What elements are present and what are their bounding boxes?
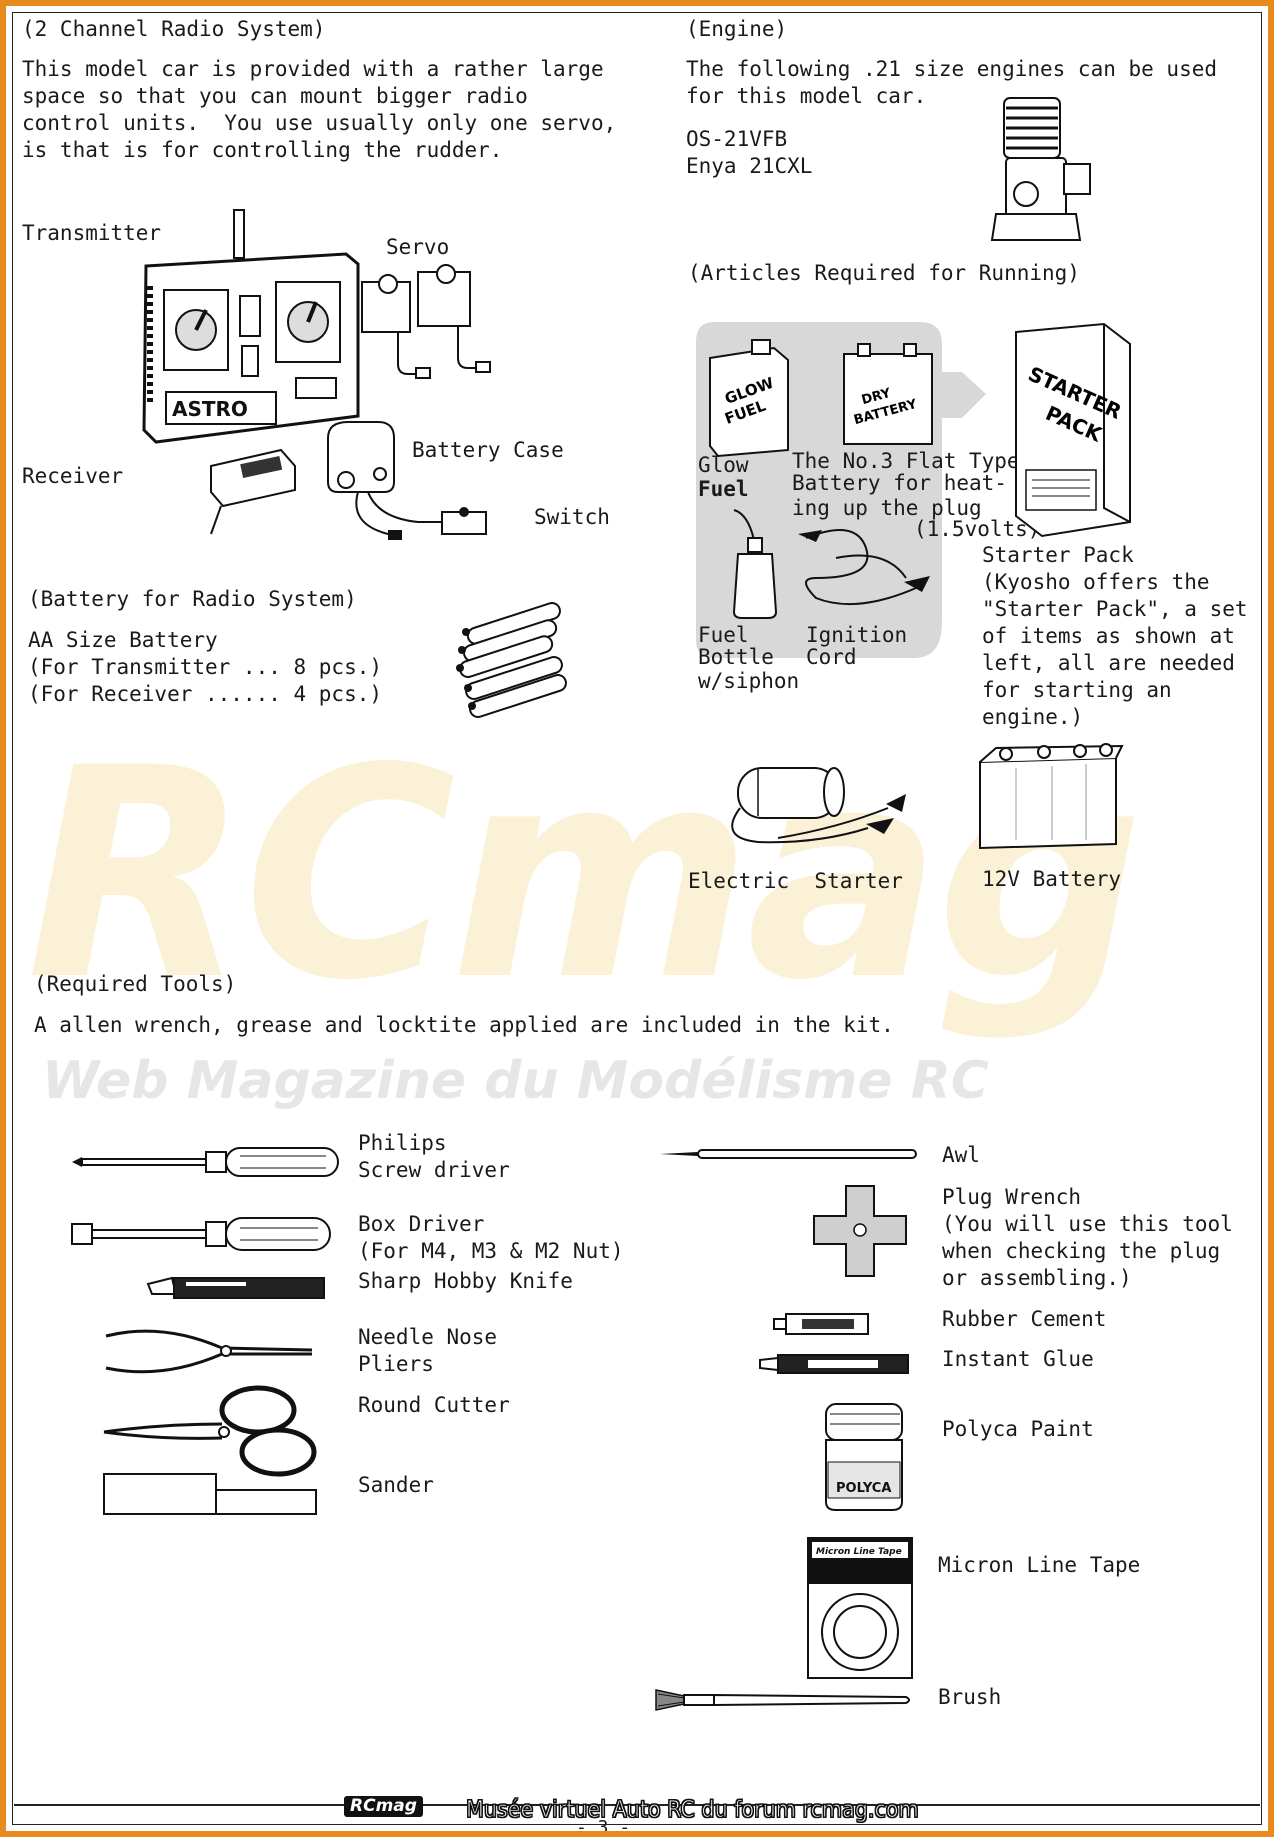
watermark-subtitle: Web Magazine du Modélisme RC — [42, 1051, 989, 1111]
transmitter-brand: ASTRO — [172, 397, 248, 421]
starter-pack-line-7: engine.) — [982, 705, 1084, 729]
box-driver-line-2: (For M4, M3 & M2 Nut) — [358, 1239, 624, 1263]
rubber-cement-label: Rubber Cement — [942, 1307, 1107, 1331]
radio-intro-1: This model car is provided with a rather… — [22, 57, 604, 81]
engine-model-2: Enya 21CXL — [686, 154, 813, 178]
micron-tape-box-label: Micron Line Tape — [816, 1547, 902, 1557]
battery-case-label: Battery Case — [412, 438, 564, 462]
glow-fuel-label-1: Glow — [698, 453, 749, 477]
electric-starter-illustration — [731, 767, 906, 844]
page-frame — [12, 12, 1262, 1825]
sander-label: Sander — [358, 1473, 434, 1497]
engine-intro-2: for this model car. — [686, 84, 927, 108]
footer-logo: RCmag — [344, 1796, 423, 1817]
rubber-cement-illustration — [773, 1313, 869, 1335]
ignition-cord-line-1: Ignition — [806, 623, 908, 647]
brush-label: Brush — [938, 1685, 1002, 1709]
sander-illustration — [103, 1473, 317, 1515]
pliers-line-2: Pliers — [358, 1352, 434, 1376]
fuel-bottle-line-3: w/siphon — [698, 669, 800, 693]
round-cutter-label: Round Cutter — [358, 1393, 510, 1417]
fuel-bottle-illustration — [732, 509, 778, 619]
plug-wrench-illustration — [813, 1185, 907, 1277]
starter-pack-line-2: (Kyosho offers the — [982, 570, 1210, 594]
radio-intro-2: space so that you can mount bigger radio — [22, 84, 528, 108]
glow-fuel-can: GLOW FUEL — [709, 339, 789, 458]
ignition-cord-illustration — [798, 529, 930, 606]
transmitter-illustration: ASTRO — [142, 209, 360, 444]
micron-tape-label: Micron Line Tape — [938, 1553, 1141, 1577]
starter-pack-box: STARTER PACK — [1015, 322, 1131, 538]
fuel-bottle-line-2: Bottle — [698, 645, 774, 669]
receiver-label: Receiver — [22, 464, 124, 488]
starter-pack-line-6: for starting an — [982, 678, 1172, 702]
awl-label: Awl — [942, 1143, 980, 1167]
tools-heading: (Required Tools) — [34, 972, 237, 996]
awl-illustration — [660, 1149, 917, 1159]
aa-battery-illustration — [456, 602, 567, 718]
electric-starter-label: Electric Starter — [688, 869, 903, 893]
pliers-line-1: Needle Nose — [358, 1325, 498, 1349]
fuel-bottle-line-1: Fuel — [698, 623, 749, 647]
radio-intro-3: control units. You use usually only one … — [22, 111, 617, 135]
plug-wrench-line-3: when checking the plug — [942, 1239, 1221, 1263]
flat-battery-line-1: The No.3 Flat Type — [792, 449, 1020, 473]
transmitter-label: Transmitter — [22, 221, 162, 245]
plug-wrench-line-2: (You will use this tool — [942, 1212, 1233, 1236]
battery-case-illustration — [327, 421, 487, 540]
glow-fuel-label-2: Fuel — [698, 477, 749, 501]
engine-model-1: OS-21VFB — [686, 127, 788, 151]
round-cutter-illustration — [103, 1385, 317, 1477]
footer-text: Musée virtuel Auto RC du forum rcmag.com — [466, 1797, 920, 1824]
servo-illustration — [361, 264, 491, 379]
needle-nose-pliers-illustration — [105, 1329, 313, 1374]
tools-intro: A allen wrench, grease and locktite appl… — [34, 1013, 894, 1037]
starter-pack-line-4: of items as shown at — [982, 624, 1235, 648]
battery-heading: (Battery for Radio System) — [28, 587, 357, 611]
battery-12v-label: 12V Battery — [982, 867, 1122, 891]
footer-rule — [14, 1804, 1260, 1806]
plug-wrench-line-1: Plug Wrench — [942, 1185, 1082, 1209]
dry-battery-can: DRY BATTERY — [843, 343, 933, 445]
micron-tape-illustration: Micron Line Tape — [807, 1537, 913, 1679]
switch-label: Switch — [534, 505, 610, 529]
battery-12v-illustration — [979, 743, 1124, 850]
polyca-paint-illustration: POLYCA — [825, 1403, 903, 1511]
radio-intro-4: is that is for controlling the rudder. — [22, 138, 503, 162]
flat-battery-line-3: ing up the plug — [792, 496, 982, 520]
plug-wrench-line-4: or assembling.) — [942, 1266, 1132, 1290]
battery-line-1: AA Size Battery — [28, 628, 218, 652]
flat-battery-line-4: (1.5volts) — [914, 517, 1041, 541]
watermark-logo: RCmag — [26, 707, 1144, 1044]
engine-heading: (Engine) — [686, 17, 788, 41]
brush-illustration — [655, 1689, 910, 1711]
philips-line-1: Philips — [358, 1131, 447, 1155]
instant-glue-illustration — [759, 1354, 909, 1374]
hobby-knife-illustration — [146, 1276, 325, 1299]
articles-heading: (Articles Required for Running) — [688, 261, 1080, 285]
engine-intro-1: The following .21 size engines can be us… — [686, 57, 1218, 81]
starter-pack-line-3: "Starter Pack", a set — [982, 597, 1248, 621]
receiver-illustration — [210, 448, 296, 535]
starter-pack-line-5: left, all are needed — [982, 651, 1235, 675]
battery-line-3: (For Receiver ...... 4 pcs.) — [28, 682, 383, 706]
instant-glue-label: Instant Glue — [942, 1347, 1094, 1371]
ignition-cord-line-2: Cord — [806, 645, 857, 669]
box-driver-illustration — [71, 1217, 331, 1251]
servo-label: Servo — [386, 235, 450, 259]
polyca-paint-label: Polyca Paint — [942, 1417, 1094, 1441]
starter-pack-line-1: Starter Pack — [982, 543, 1134, 567]
polyca-jar-label: POLYCA — [836, 1481, 891, 1496]
philips-line-2: Screw driver — [358, 1158, 510, 1182]
battery-line-2: (For Transmitter ... 8 pcs.) — [28, 655, 383, 679]
hobby-knife-label: Sharp Hobby Knife — [358, 1269, 573, 1293]
radio-heading: (2 Channel Radio System) — [22, 17, 326, 41]
engine-illustration — [990, 97, 1091, 241]
philips-screwdriver-illustration — [72, 1147, 339, 1177]
flat-battery-line-2: Battery for heat- — [792, 471, 1007, 495]
box-driver-line-1: Box Driver — [358, 1212, 485, 1236]
page-number: - 3 - — [576, 1817, 631, 1837]
